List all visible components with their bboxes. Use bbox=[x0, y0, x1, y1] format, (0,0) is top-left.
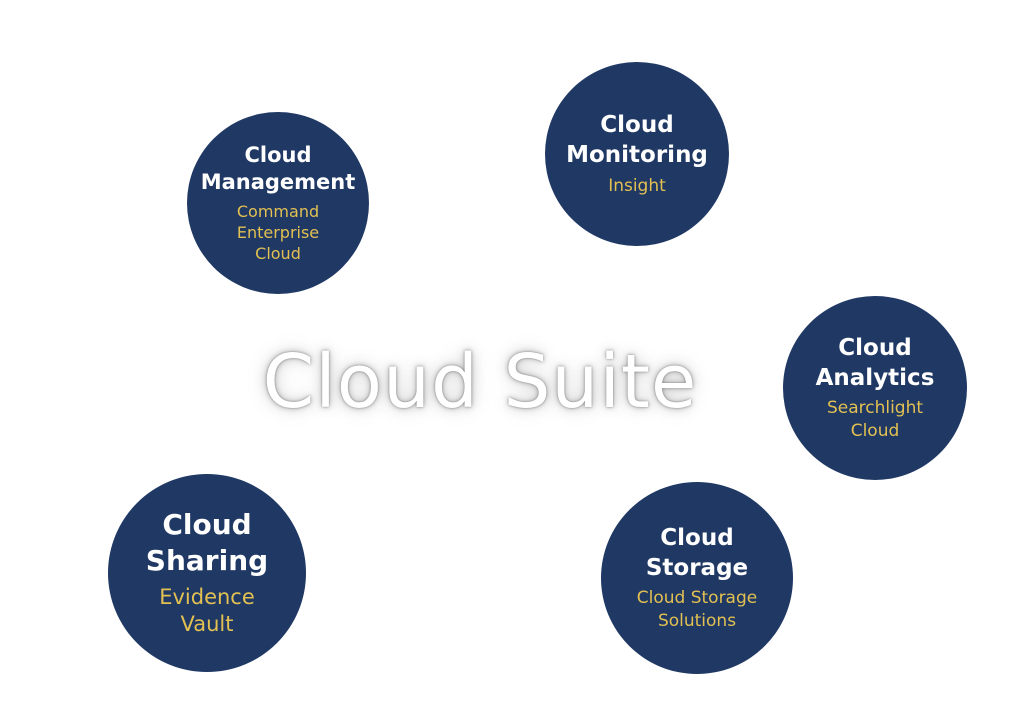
node-title: Cloud Sharing bbox=[145, 507, 269, 578]
node-subtitle: Insight bbox=[608, 175, 666, 196]
node-subtitle: Command Enterprise Cloud bbox=[236, 201, 320, 263]
node-cloud-management: Cloud Management Command Enterprise Clou… bbox=[187, 112, 369, 294]
node-title: Cloud Storage bbox=[645, 524, 749, 581]
node-cloud-monitoring: Cloud Monitoring Insight bbox=[545, 62, 729, 246]
node-subtitle: Searchlight Cloud bbox=[826, 398, 924, 441]
node-title: Cloud Management bbox=[200, 143, 356, 195]
node-cloud-analytics: Cloud Analytics Searchlight Cloud bbox=[783, 296, 967, 480]
node-cloud-storage: Cloud Storage Cloud Storage Solutions bbox=[601, 482, 793, 674]
node-subtitle: Cloud Storage Solutions bbox=[636, 588, 758, 631]
node-title: Cloud Analytics bbox=[815, 334, 935, 391]
node-subtitle: Evidence Vault bbox=[159, 584, 255, 637]
center-title: Cloud Suite bbox=[262, 339, 698, 425]
node-title: Cloud Monitoring bbox=[566, 111, 708, 168]
node-cloud-sharing: Cloud Sharing Evidence Vault bbox=[108, 474, 306, 672]
